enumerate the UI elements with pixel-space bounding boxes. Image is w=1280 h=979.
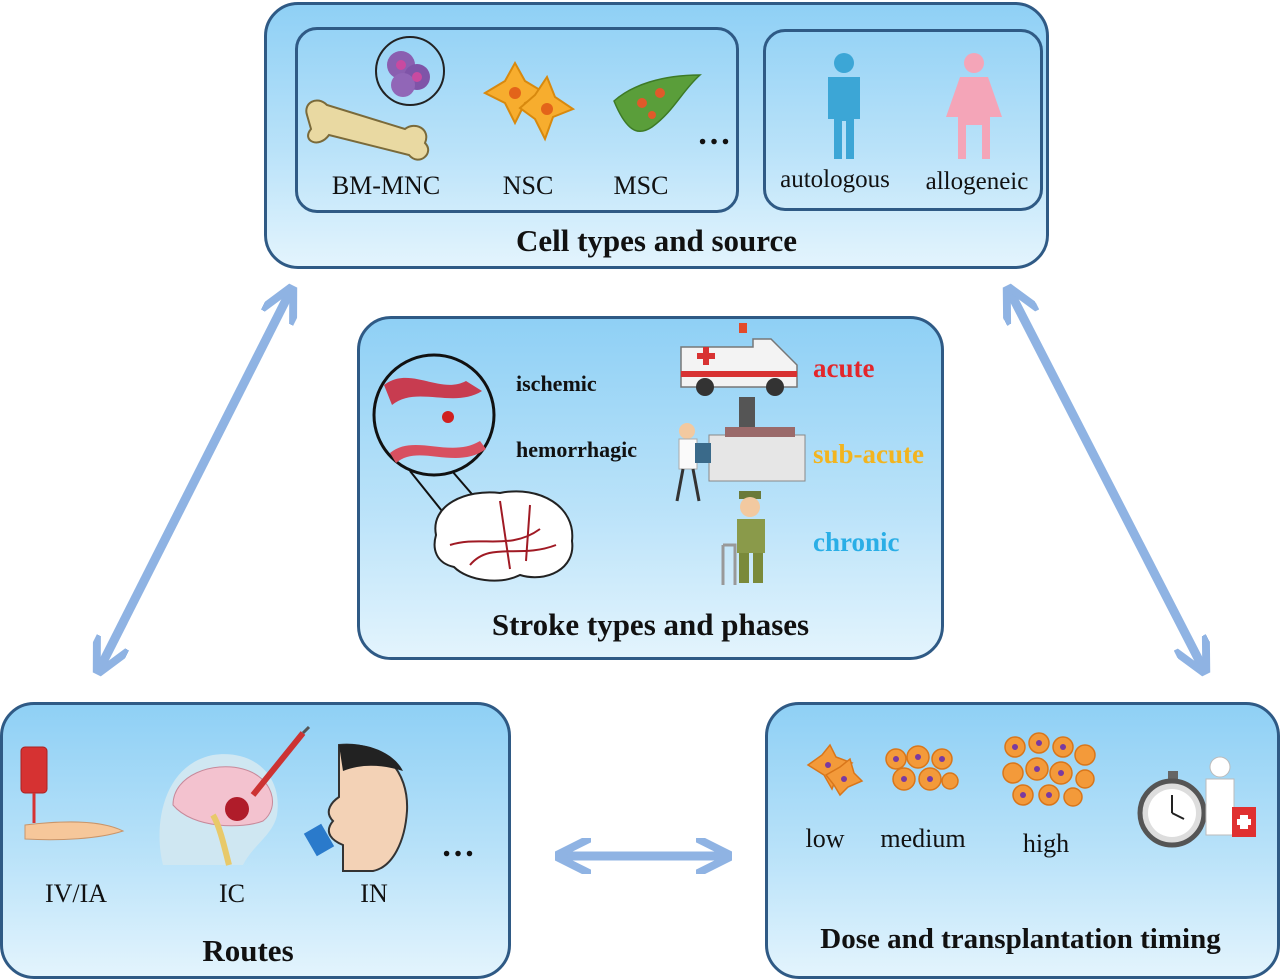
stroke-panel: ischemic hemorrhagic acute sub-acute chr… (357, 316, 944, 660)
stroke-type-label: hemorrhagic (516, 437, 637, 462)
brain-injection-icon (159, 725, 311, 866)
nsc-icon (482, 60, 576, 142)
dose-label: medium (880, 824, 966, 853)
arrow-cells-routes (100, 292, 290, 668)
cell-source-box (763, 29, 1043, 211)
source-label: allogeneic (925, 168, 1029, 195)
iv-bag-icon (20, 746, 125, 841)
dose-panel: low medium high Dose and transplantation… (765, 702, 1280, 979)
cell-types-box (295, 27, 739, 213)
route-label: IV/IA (44, 879, 108, 908)
nasal-spray-icon (303, 743, 409, 872)
ambulance-icon (680, 323, 798, 396)
ellipsis-label: … (697, 115, 731, 152)
bone-marrow-icon (305, 36, 445, 161)
msc-icon (613, 74, 702, 133)
route-label: IC (219, 879, 245, 908)
route-label: IN (360, 879, 388, 908)
phase-chronic: chronic (813, 527, 900, 557)
dose-label: high (1022, 829, 1070, 858)
female-icon (946, 53, 1002, 159)
panel-title: Cell types and source (515, 223, 797, 258)
dose-label: low (805, 824, 845, 853)
cell-type-label: NSC (502, 171, 554, 200)
ellipsis-label: … (441, 827, 475, 864)
panel-title: Routes (202, 933, 294, 968)
brain-vessel-icon (372, 353, 574, 582)
cell-types-panel: … BM-MNC NSC MSC autologous allogeneic C… (264, 2, 1049, 269)
stroke-type-label: ischemic (516, 371, 597, 396)
phase-subacute: sub-acute (813, 439, 925, 469)
medium-dose-cells-icon (885, 745, 959, 791)
ct-scanner-icon (675, 397, 806, 502)
panel-title: Dose and transplantation timing (820, 923, 1221, 955)
cell-type-label: BM-MNC (331, 171, 441, 200)
panel-title: Stroke types and phases (491, 607, 810, 642)
male-icon (828, 53, 860, 159)
stopwatch-doctor-icon (1137, 756, 1256, 848)
routes-panel: … IV/IA IC IN Routes (0, 702, 511, 979)
arrow-cells-dose (1010, 292, 1203, 668)
source-label: autologous (780, 166, 890, 193)
high-dose-cells-icon (1002, 732, 1096, 807)
cell-type-label: MSC (613, 171, 669, 200)
elderly-person-icon (721, 491, 765, 585)
low-dose-cells-icon (806, 743, 864, 797)
phase-acute: acute (813, 353, 875, 383)
